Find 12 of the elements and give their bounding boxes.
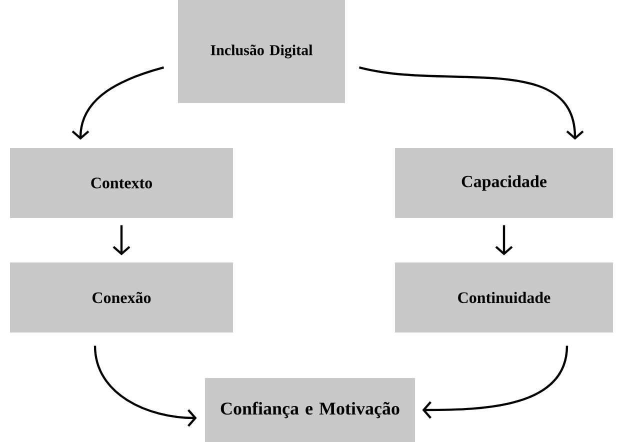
arrow: [495, 225, 513, 256]
process-box: Inclusão Digital: [178, 0, 345, 103]
process-box: Continuidade: [395, 262, 613, 332]
process-box: Confiança e Motivação: [205, 378, 415, 442]
process-box: Contexto: [10, 148, 233, 218]
arrow: [112, 225, 130, 256]
arrow: [422, 346, 568, 419]
arrow: [358, 66, 584, 140]
arrow: [72, 66, 164, 140]
arrow: [94, 346, 197, 427]
process-box: Capacidade: [395, 148, 613, 218]
process-box: Conexão: [10, 262, 233, 332]
